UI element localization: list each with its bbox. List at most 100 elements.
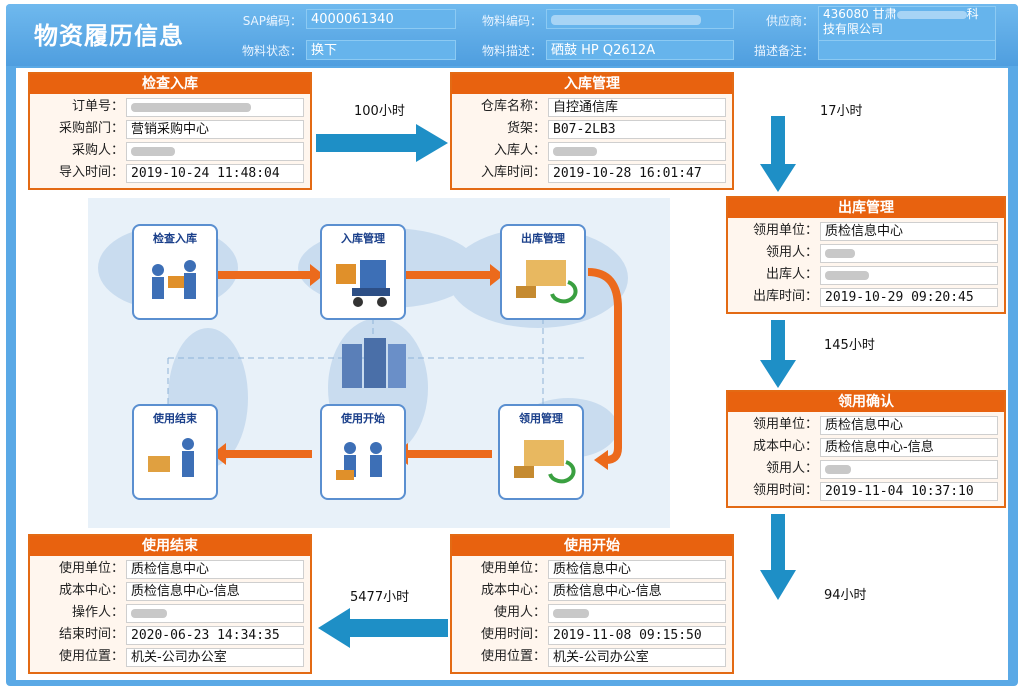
workers-icon bbox=[336, 442, 382, 480]
field-label: 领用时间： bbox=[752, 483, 818, 498]
card-title: 使用结束 bbox=[30, 536, 310, 556]
card-row: 采购人： bbox=[30, 140, 310, 162]
field-value: 质检信息中心-信息 bbox=[548, 582, 726, 601]
warehouse-person-field bbox=[548, 142, 726, 161]
truck-icon bbox=[516, 260, 578, 304]
card-row: 出库时间：2019-10-29 09:20:45 bbox=[728, 286, 1004, 308]
card-row: 操作人： bbox=[30, 602, 310, 624]
field-value: 质检信息中心-信息 bbox=[126, 582, 304, 601]
card-title: 入库管理 bbox=[452, 74, 732, 94]
inspection-people-icon bbox=[152, 260, 196, 299]
card-outbound: 出库管理 领用单位：质检信息中心 领用人： 出库人： 出库时间：2019-10-… bbox=[726, 196, 1006, 314]
sap-code-field: 4000061340 bbox=[306, 9, 456, 29]
card-title: 出库管理 bbox=[728, 198, 1004, 218]
process-diagram: 检查入库 入库管理 出库管理 bbox=[88, 198, 670, 528]
field-value: 自控通信库 bbox=[548, 98, 726, 117]
card-row: 领用单位：质检信息中心 bbox=[728, 414, 1004, 436]
supplier-field: 436080 甘肃科 技有限公司 bbox=[818, 6, 996, 42]
outbound-person-field bbox=[820, 266, 998, 285]
material-status-label: 物料状态： bbox=[241, 44, 302, 58]
field-label: 入库人： bbox=[493, 143, 546, 158]
remark-field bbox=[818, 40, 996, 60]
card-row: 成本中心：质检信息中心-信息 bbox=[30, 580, 310, 602]
arrow-down-icon bbox=[760, 320, 796, 388]
recipient-field bbox=[820, 244, 998, 263]
supplier-name-start: 436080 甘肃 bbox=[823, 7, 897, 21]
field-label: 结束时间： bbox=[58, 627, 124, 642]
duration-label: 17小时 bbox=[820, 104, 863, 119]
field-label: 导入时间： bbox=[58, 165, 124, 180]
field-label: 货架： bbox=[506, 121, 546, 136]
field-value: 质检信息中心 bbox=[548, 560, 726, 579]
page-title: 物资履历信息 bbox=[34, 22, 184, 50]
redacted-value bbox=[553, 147, 597, 156]
duration-label: 94小时 bbox=[824, 588, 867, 603]
server-icon bbox=[342, 338, 406, 388]
field-value: 质检信息中心 bbox=[820, 416, 998, 435]
diagram-node-use-start: 使用开始 bbox=[320, 404, 406, 500]
arrow-down-icon bbox=[760, 514, 796, 600]
handover-icon bbox=[148, 438, 194, 477]
node-label: 使用结束 bbox=[153, 412, 197, 425]
field-label: 使用时间： bbox=[480, 627, 546, 642]
redacted-value bbox=[131, 609, 167, 618]
field-label: 仓库名称： bbox=[480, 99, 546, 114]
node-label: 领用管理 bbox=[519, 412, 563, 425]
recipient-field bbox=[820, 460, 998, 479]
card-row: 领用人： bbox=[728, 458, 1004, 480]
purchaser-field bbox=[126, 142, 304, 161]
redacted-value bbox=[825, 465, 851, 474]
card-inspection: 检查入库 订单号： 采购部门：营销采购中心 采购人： 导入时间：2019-10-… bbox=[28, 72, 312, 190]
field-label: 采购部门： bbox=[58, 121, 124, 136]
header-bar: 物资履历信息 SAP编码： 4000061340 物料编码： 供应商： 4360… bbox=[6, 4, 1018, 66]
material-code-label: 物料编码： bbox=[481, 14, 542, 28]
field-label: 采购人： bbox=[71, 143, 124, 158]
redacted-value bbox=[551, 14, 701, 25]
card-use-end: 使用结束 使用单位：质检信息中心 成本中心：质检信息中心-信息 操作人： 结束时… bbox=[28, 534, 312, 674]
card-row: 使用时间：2019-11-08 09:15:50 bbox=[452, 624, 732, 646]
duration-label: 5477小时 bbox=[350, 590, 410, 605]
content-area: 检查入库 订单号： 采购部门：营销采购中心 采购人： 导入时间：2019-10-… bbox=[16, 68, 1008, 680]
field-label: 入库时间： bbox=[480, 165, 546, 180]
card-row: 使用单位：质检信息中心 bbox=[452, 558, 732, 580]
card-row: 仓库名称：自控通信库 bbox=[452, 96, 732, 118]
field-label: 成本中心： bbox=[752, 439, 818, 454]
diagram-node-receipt: 领用管理 bbox=[498, 404, 584, 500]
diagram-node-warehousing: 入库管理 bbox=[320, 224, 406, 320]
field-value: 2019-10-28 16:01:47 bbox=[548, 164, 726, 183]
redacted-value bbox=[825, 271, 869, 280]
card-row: 导入时间：2019-10-24 11:48:04 bbox=[30, 162, 310, 184]
field-label: 出库时间： bbox=[752, 289, 818, 304]
field-value: 质检信息中心-信息 bbox=[820, 438, 998, 457]
field-label: 领用人： bbox=[765, 461, 818, 476]
material-code-field bbox=[546, 9, 734, 29]
field-value: 机关-公司办公室 bbox=[548, 648, 726, 667]
field-label: 出库人： bbox=[765, 267, 818, 282]
duration-label: 100小时 bbox=[354, 104, 405, 119]
forklift-icon bbox=[336, 260, 390, 307]
field-value: 营销采购中心 bbox=[126, 120, 304, 139]
field-label: 领用单位： bbox=[752, 417, 818, 432]
card-row: 出库人： bbox=[728, 264, 1004, 286]
redacted-value bbox=[553, 609, 589, 618]
field-value: 2020-06-23 14:34:35 bbox=[126, 626, 304, 645]
redacted-value bbox=[896, 10, 967, 19]
card-row: 入库时间：2019-10-28 16:01:47 bbox=[452, 162, 732, 184]
card-receipt: 领用确认 领用单位：质检信息中心 成本中心：质检信息中心-信息 领用人： 领用时… bbox=[726, 390, 1006, 508]
card-row: 结束时间：2020-06-23 14:34:35 bbox=[30, 624, 310, 646]
field-label: 使用单位： bbox=[58, 561, 124, 576]
field-value: 2019-10-29 09:20:45 bbox=[820, 288, 998, 307]
supplier-label: 供应商： bbox=[765, 14, 814, 28]
card-row: 领用人： bbox=[728, 242, 1004, 264]
field-label: 使用人： bbox=[493, 605, 546, 620]
field-label: 领用单位： bbox=[752, 223, 818, 238]
field-label: 领用人： bbox=[765, 245, 818, 260]
operator-field bbox=[126, 604, 304, 623]
card-title: 领用确认 bbox=[728, 392, 1004, 412]
arrow-right-icon bbox=[316, 124, 448, 162]
card-row: 成本中心：质检信息中心-信息 bbox=[728, 436, 1004, 458]
card-row: 使用单位：质检信息中心 bbox=[30, 558, 310, 580]
field-label: 操作人： bbox=[71, 605, 124, 620]
card-row: 成本中心：质检信息中心-信息 bbox=[452, 580, 732, 602]
field-label: 成本中心： bbox=[480, 583, 546, 598]
